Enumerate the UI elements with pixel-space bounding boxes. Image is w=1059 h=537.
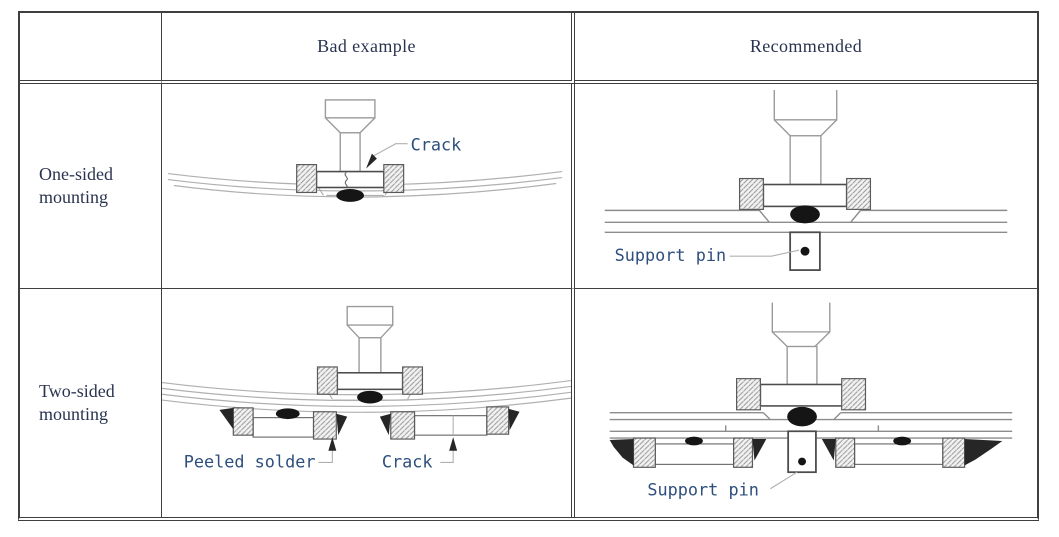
connector-component (738, 177, 872, 210)
cell-two-sided-bad-example: Peeled solder Crack (162, 289, 575, 517)
smd-body-left (654, 443, 735, 465)
solder-fillet (790, 205, 820, 224)
leader-line (373, 143, 408, 157)
peeled-solder-label: Peeled solder (184, 451, 316, 471)
crack-label: Crack (382, 451, 433, 471)
one-sided-recommended-diagram: Support pin (604, 89, 1008, 271)
lifted-fillet (508, 408, 520, 431)
solder-fillet (336, 188, 365, 202)
clinched-lead-right (846, 177, 872, 210)
table-header-bad-example: Bad example (162, 13, 575, 84)
crack-label: Crack (411, 135, 462, 155)
arrowhead-icon (328, 437, 337, 451)
smd-pad (942, 437, 966, 468)
clinched-lead-left (738, 177, 764, 210)
row-label-text: Two-sided mounting (39, 380, 115, 424)
clinched-lead-right (841, 378, 867, 411)
smd-pad (312, 411, 337, 440)
smd-pad (486, 406, 510, 435)
row-label-one-sided-mounting: One-sided mounting (20, 84, 162, 289)
pin-dot (800, 246, 810, 256)
one-sided-bad-diagram: Crack (167, 99, 563, 202)
clinched-lead-left (316, 366, 338, 395)
connector-component (736, 378, 867, 411)
mounting-guidelines-table: Bad example Recommended One-sided mounti… (18, 11, 1039, 521)
smd-pad (632, 437, 656, 468)
smd-pad (835, 437, 856, 468)
table-header-blank (20, 13, 162, 84)
callout-crack: Crack (366, 135, 461, 169)
callout-peeled-solder: Peeled solder (184, 437, 337, 471)
pin-dot (798, 457, 806, 466)
lifted-fillet (219, 407, 234, 430)
leader-line (770, 471, 798, 490)
clinched-lead-left (736, 378, 761, 411)
callout-crack: Crack (382, 415, 458, 471)
clinched-lead-right (402, 366, 424, 395)
press-tool (773, 89, 838, 186)
cell-one-sided-bad-example: Crack (162, 84, 575, 289)
two-sided-recommended-diagram: Support pin (609, 302, 1013, 500)
two-sided-bad-diagram: Peeled solder Crack (162, 305, 571, 471)
leader-line (729, 249, 800, 257)
support-pin-label: Support pin (647, 480, 758, 500)
leader-line (318, 449, 333, 463)
smd-pad (390, 411, 416, 440)
solder-fillet (821, 439, 836, 461)
lifted-fillet (336, 413, 348, 436)
bottom-smd-components (219, 406, 520, 440)
cell-two-sided-recommended: Support pin (575, 289, 1037, 517)
press-tool (771, 302, 831, 386)
smd-pad (733, 437, 754, 468)
solder-fillet (787, 406, 817, 427)
press-tool (324, 99, 376, 173)
clinched-lead-left (296, 164, 318, 194)
bottom-smd-components (609, 436, 1003, 468)
solder-fillet-left-edge (609, 439, 634, 466)
leader-line (440, 449, 454, 463)
callout-support-pin: Support pin (647, 471, 798, 500)
smd-body-left (252, 417, 315, 438)
clinched-lead-right (383, 164, 405, 194)
lifted-fillet (379, 413, 391, 436)
connector-component (316, 366, 424, 395)
cell-one-sided-recommended: Support pin (575, 84, 1037, 289)
table-header-recommended: Recommended (575, 13, 1037, 84)
row-label-two-sided-mounting: Two-sided mounting (20, 289, 162, 517)
support-pin (787, 430, 817, 474)
row-label-text: One-sided mounting (39, 163, 113, 207)
callout-support-pin: Support pin (615, 245, 800, 265)
smd-body-right (853, 443, 944, 465)
arrowhead-icon (366, 153, 377, 169)
connector-component (296, 164, 405, 194)
arrowhead-icon (449, 437, 458, 451)
smd-body-right (413, 415, 488, 436)
support-pin-label: Support pin (615, 245, 726, 265)
press-tool (346, 305, 394, 374)
crack-mark (344, 172, 348, 188)
solder-fillet (357, 390, 383, 404)
peeled-solder-blob (275, 408, 300, 420)
solder-blob (685, 436, 703, 446)
solder-blob (893, 436, 912, 446)
smd-pad (232, 407, 254, 436)
solder-fillet-right-edge (964, 439, 1003, 466)
solder-fillet (752, 439, 767, 461)
